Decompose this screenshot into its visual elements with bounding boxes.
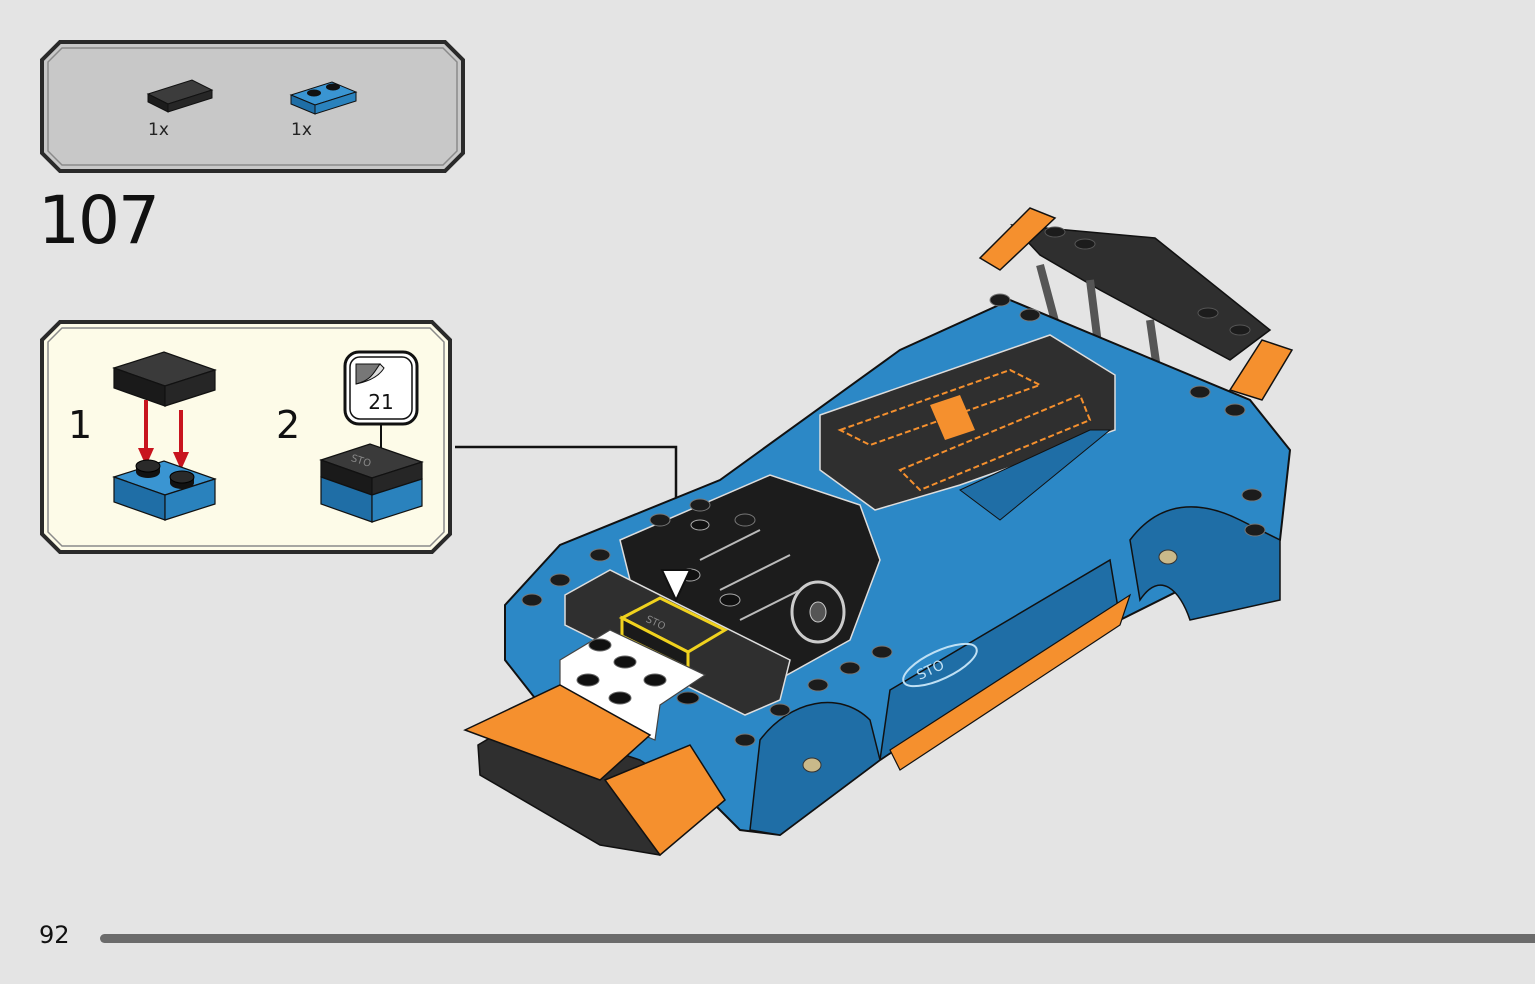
engine-cover [819,334,1116,521]
substep-2-number: 2 [276,403,301,447]
dark-tile-part-icon [146,79,214,113]
part-quantity-1: 1x [148,120,169,140]
parts-list-frame [40,40,465,173]
parts-list-box: 1x 1x [40,40,465,173]
step-number: 107 [38,182,160,259]
page-number: 92 [39,921,70,949]
highlighted-sticker-tile: STO [618,596,729,671]
placement-arrow [660,569,692,603]
front-splitter [463,684,726,857]
substep-1-illustration [112,351,217,521]
substep-2-illustration: STO [319,350,424,523]
sticker-number: 21 [368,390,394,414]
subassembly-frame: STO [40,320,452,554]
body-studs [521,293,1266,747]
part-quantity-2: 1x [291,120,312,140]
page-progress-bar [100,934,1535,943]
rear-spoiler [978,207,1294,401]
substep-1-number: 1 [68,403,93,447]
wheel-axles [802,549,1178,773]
car-model-illustration: STO STO [455,207,1294,857]
subassembly-callout: STO 1 2 21 [40,320,452,554]
blue-plate-part-icon [289,81,358,115]
